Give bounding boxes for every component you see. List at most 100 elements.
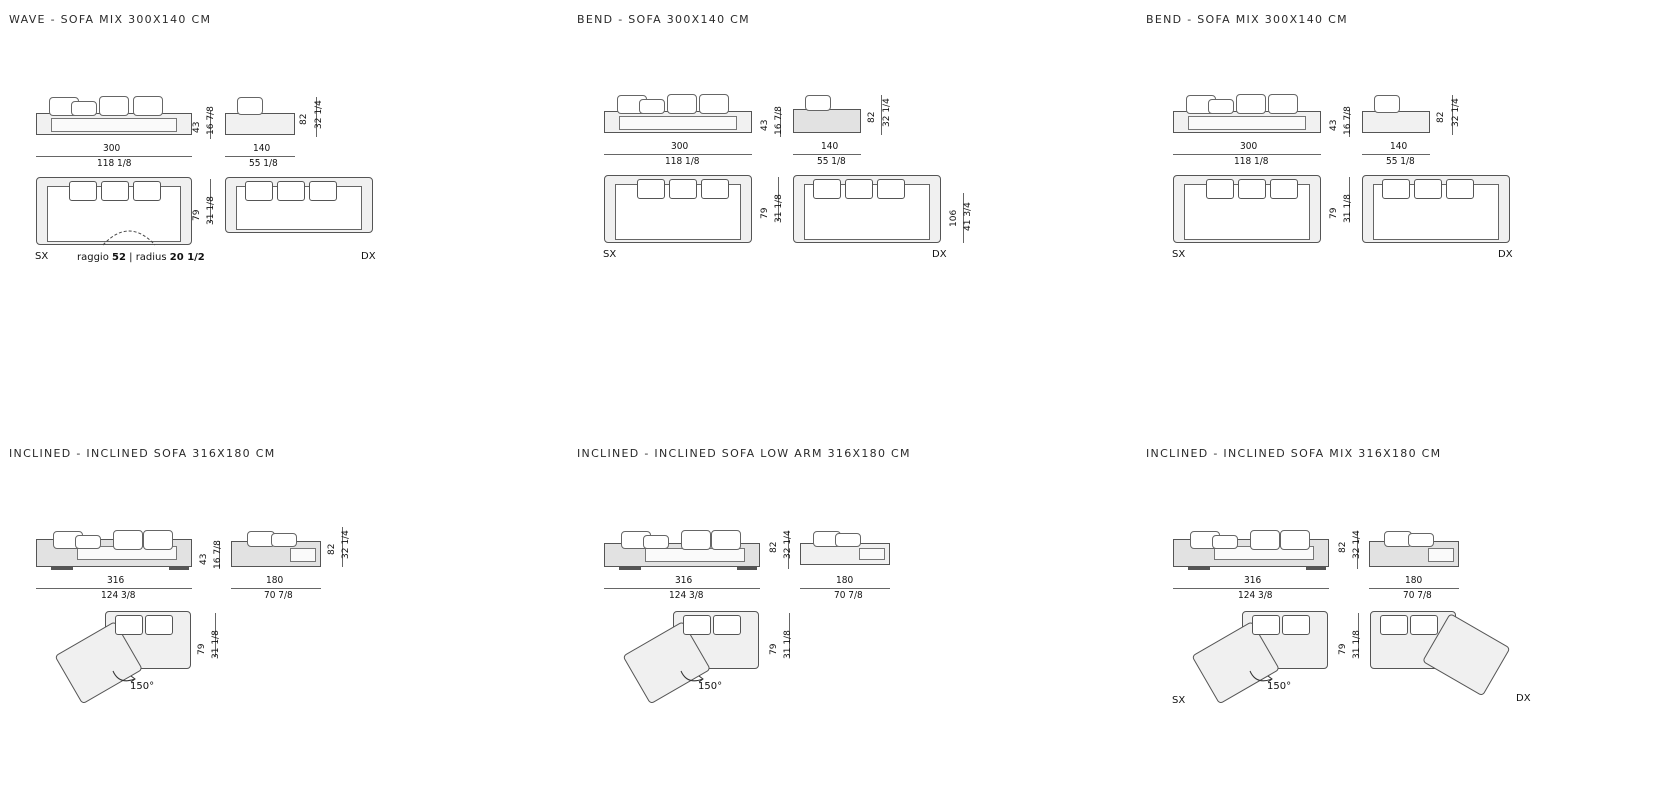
side-elevation [800,543,890,565]
sofa-base [619,567,641,570]
plan-depth-in: 31 1/8 [1352,630,1362,659]
angle-label: 150° [698,681,723,692]
side-width-in: 55 1/8 [817,156,846,167]
dimension-line [1357,531,1358,569]
label-dx: DX [932,249,947,260]
plan-depth-cm: 79 [1338,643,1348,655]
panel-title: INCLINED - INCLINED SOFA LOW ARM 316X180… [577,447,911,460]
cushion [1414,179,1442,199]
dimension-line [604,154,752,155]
dimension-line [225,156,295,157]
plan-depth-in: 31 1/8 [211,630,221,659]
cushion [1206,179,1234,199]
dimension-line [778,177,779,221]
angle-arc [112,670,136,683]
front-height-in: 32 1/4 [1352,530,1362,559]
dimension-line [1349,177,1350,221]
front-elevation [36,113,192,135]
seat [1188,116,1306,130]
panel-inclined-sofa-mix: INCLINED - INCLINED SOFA MIX 316X180 CM … [1146,447,1662,787]
cushion [813,179,841,199]
dimension-line [780,109,781,137]
back-cushion [1208,99,1234,114]
panel-title: BEND - SOFA 300X140 CM [577,13,750,26]
front-height-cm: 43 [760,119,770,131]
back-cushion [133,96,163,116]
side-height-cm: 82 [327,543,337,555]
front-width-in: 118 1/8 [97,158,132,169]
dimension-line [881,95,882,135]
cushion [133,181,161,201]
side-height-cm: 82 [867,111,877,123]
front-height-in: 32 1/4 [783,530,793,559]
cushion [245,181,273,201]
dimension-line [1173,154,1321,155]
label-dx: DX [1516,693,1531,704]
back-cushion [643,535,669,549]
plan-depth-cm: 79 [760,207,770,219]
dimension-line [963,193,964,243]
plan2-depth-cm: 106 [949,209,959,227]
back-cushion [667,94,697,114]
back-cushion [143,530,173,550]
front-width-cm: 316 [107,575,125,586]
front-height-in: 16 7/8 [1343,106,1353,135]
plan-depth-cm: 79 [769,643,779,655]
front-height-in: 16 7/8 [213,540,223,569]
dimension-line [789,613,790,657]
cushion [1446,179,1474,199]
panel-title: INCLINED - INCLINED SOFA 316X180 CM [9,447,276,460]
side-width-cm: 180 [266,575,284,586]
seat [645,548,745,562]
cushion [277,181,305,201]
dimension-line [231,588,321,589]
dimension-line [215,613,216,657]
cushion [713,615,741,635]
sofa-base [1306,567,1326,570]
back-cushion [681,530,711,550]
front-width-cm: 300 [103,143,121,154]
note-prefix: raggio [77,252,109,263]
front-width-cm: 300 [1240,141,1258,152]
back-cushion [237,97,263,115]
front-width-in: 118 1/8 [665,156,700,167]
dimension-line [800,588,890,589]
panel-wave-sofa-mix: WAVE - SOFA MIX 300X140 CM 300 118 1/8 4… [9,13,569,353]
back-cushion [699,94,729,114]
cushion [669,179,697,199]
back-cushion [71,101,97,116]
front-elevation [1173,111,1321,133]
note-radius-cm: 52 [112,252,126,263]
back-cushion [1280,530,1310,550]
side-elevation [1362,111,1430,133]
dimension-line [210,179,211,223]
dimension-line [36,588,192,589]
plan-depth-in: 31 1/8 [783,630,793,659]
cushion [1238,179,1266,199]
radius-arc [102,230,156,246]
back-cushion [1408,533,1434,547]
plan-depth-cm: 79 [197,643,207,655]
front-height-in: 16 7/8 [206,106,216,135]
side-height-in: 32 1/4 [1451,98,1461,127]
note-radius-in: 20 1/2 [169,252,205,263]
front-height-cm: 43 [199,553,209,565]
cushion [637,179,665,199]
panel-inclined-sofa: INCLINED - INCLINED SOFA 316X180 CM 316 … [9,447,569,787]
dimension-line [36,156,192,157]
cushion [1270,179,1298,199]
seat [51,118,177,132]
side-width-in: 70 7/8 [834,590,863,601]
dimension-line [1173,588,1329,589]
plan-depth-cm: 79 [192,209,202,221]
front-height-cm: 82 [769,541,779,553]
dimension-line [342,527,343,567]
dimension-line [1369,588,1459,589]
side-width-cm: 180 [836,575,854,586]
front-width-cm: 316 [1244,575,1262,586]
front-height-cm: 82 [1338,541,1348,553]
angle-label: 150° [130,681,155,692]
plan-depth-in: 31 1/8 [774,194,784,223]
cushion [877,179,905,199]
dimension-line [316,97,317,137]
